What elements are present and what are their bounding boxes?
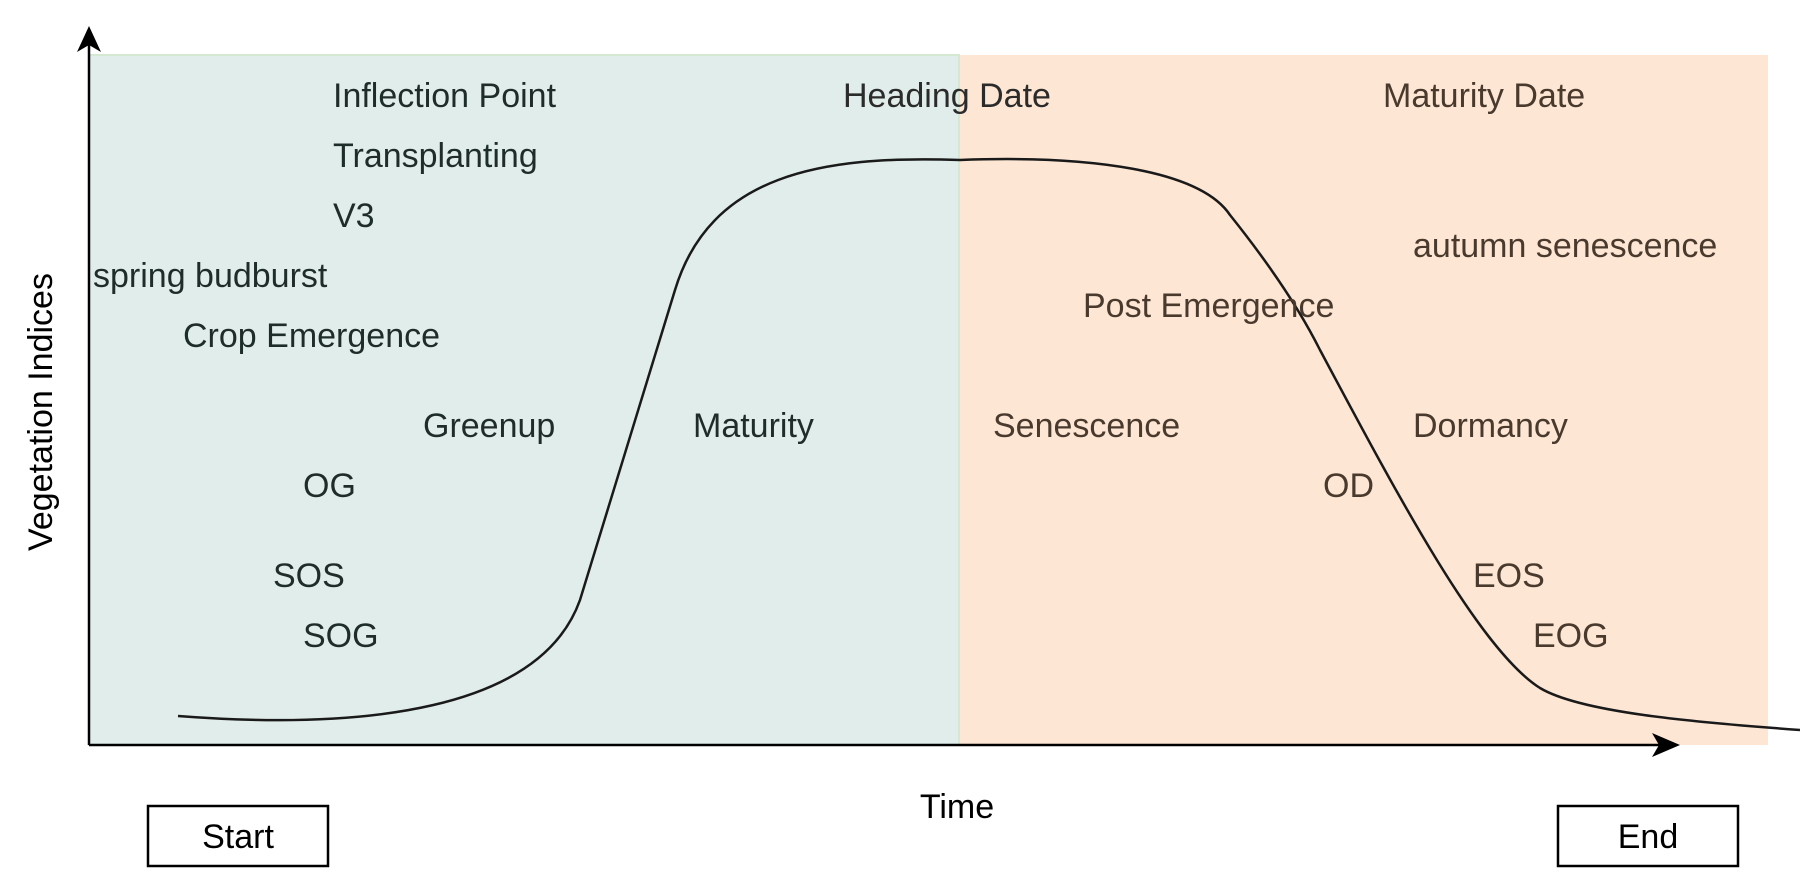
label-eos: EOS: [1473, 557, 1545, 595]
label-post-emergence: Post Emergence: [1083, 287, 1334, 325]
label-senescence: Senescence: [993, 407, 1180, 445]
senescence-phase-region: [960, 55, 1768, 745]
label-dormancy: Dormancy: [1413, 407, 1568, 445]
end-button[interactable]: End: [1556, 804, 1740, 868]
x-axis-label: Time: [920, 788, 994, 826]
label-transplanting: Transplanting: [333, 137, 538, 175]
end-button-label: End: [1618, 818, 1679, 856]
label-og: OG: [303, 467, 356, 505]
start-button-label: Start: [202, 818, 274, 856]
x-axis-arrow-icon: [1652, 733, 1680, 757]
label-inflection-point: Inflection Point: [333, 77, 557, 115]
label-heading-date: Heading Date: [843, 77, 1051, 115]
label-od: OD: [1323, 467, 1374, 505]
label-eog: EOG: [1533, 617, 1609, 655]
label-greenup: Greenup: [423, 407, 555, 445]
y-axis-arrow-icon: [77, 26, 101, 52]
label-spring-budburst: spring budburst: [93, 257, 328, 295]
label-v3: V3: [333, 197, 375, 235]
y-axis-label: Vegetation Indices: [22, 273, 60, 551]
vegetation-curve: [177, 157, 1800, 732]
label-maturity: Maturity: [693, 407, 814, 445]
label-sos: SOS: [273, 557, 345, 595]
label-maturity-date: Maturity Date: [1383, 77, 1585, 115]
label-crop-emergence: Crop Emergence: [183, 317, 440, 355]
label-sog: SOG: [303, 617, 379, 655]
label-autumn-senescence: autumn senescence: [1413, 227, 1717, 265]
start-button[interactable]: Start: [146, 804, 330, 868]
